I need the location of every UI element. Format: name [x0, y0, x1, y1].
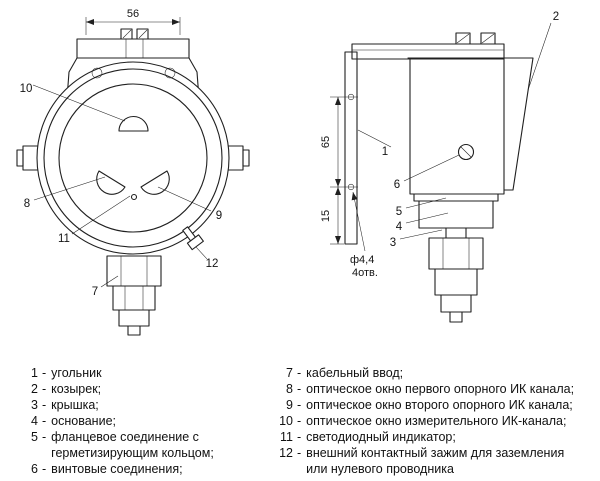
legend-item-number: 11 — [280, 430, 293, 444]
technical-drawing: 56 — [16, 8, 559, 336]
callout-10: 10 — [20, 83, 33, 95]
angle-bracket — [344, 51, 358, 245]
side-leader-lines — [357, 22, 552, 240]
callout-1: 1 — [382, 146, 388, 158]
ground-terminal — [182, 226, 204, 251]
legend-item: 2 - козырек; — [24, 381, 279, 397]
optical-window-reference-2 — [140, 170, 170, 195]
legend-item-dash: - — [42, 414, 47, 428]
callout-3: 3 — [390, 237, 396, 249]
callout-5: 5 — [396, 206, 402, 218]
legend-item-text: козырек; — [51, 382, 102, 396]
legend-item-dash: - — [42, 398, 47, 412]
legend-item: 8 - оптическое окно первого опорного ИК … — [279, 381, 594, 397]
legend-item-dash: - — [297, 382, 302, 396]
legend: 1 - угольник 2 - козырек; 3 - крышка; 4 … — [0, 357, 600, 477]
enclosure-base — [418, 200, 494, 229]
legend-item-number: 4 — [31, 414, 38, 428]
legend-item-number: 5 — [31, 430, 38, 444]
bezel-screw-right — [164, 67, 176, 79]
legend-item-dash: - — [297, 430, 302, 444]
legend-item: 9 - оптическое окно второго опорного ИК … — [279, 397, 594, 413]
front-leader-lines — [32, 84, 212, 288]
legend-item-text: внешний контактный зажим для заземления … — [306, 446, 565, 476]
legend-item: 12 - внешний контактный зажим для заземл… — [279, 445, 594, 477]
enclosure-front — [36, 61, 230, 255]
legend-item: 6 - винтовые соединения; — [24, 461, 279, 477]
callout-11: 11 — [58, 233, 70, 245]
side-view: 65 15 ф4,4 4отв. 2 1 6 — [320, 11, 559, 323]
legend-item: 3 - крышка; — [24, 397, 279, 413]
legend-item-text: оптическое окно второго опорного ИК кана… — [306, 398, 573, 412]
callout-7: 7 — [92, 286, 98, 298]
mounting-plate-side — [351, 32, 505, 60]
callout-6: 6 — [394, 179, 400, 191]
legend-item-text: винтовые соединения; — [51, 462, 183, 476]
flange-joint — [413, 193, 499, 202]
holes-note-group: ф4,4 4отв. — [350, 191, 378, 279]
legend-item-number: 10 — [279, 414, 293, 428]
legend-item-number: 1 — [31, 366, 38, 380]
legend-item-text: крышка; — [51, 398, 99, 412]
legend-item-dash: - — [297, 414, 302, 428]
mounting-bracket-front — [65, 28, 201, 113]
dimension-65-label: 65 — [320, 136, 332, 148]
cable-gland-front — [106, 255, 162, 336]
legend-item-dash: - — [42, 366, 47, 380]
callout-2: 2 — [553, 11, 559, 23]
legend-item-text: основание; — [51, 414, 116, 428]
legend-item-dash: - — [297, 446, 302, 460]
cable-gland-side — [428, 227, 484, 323]
callout-4: 4 — [396, 221, 403, 233]
enclosure-cover — [409, 58, 505, 195]
legend-column-left: 1 - угольник 2 - козырек; 3 - крышка; 4 … — [24, 365, 279, 477]
legend-item: 10 - оптическое окно измерительного ИК-к… — [279, 413, 594, 429]
legend-item-number: 8 — [286, 382, 293, 396]
legend-item-number: 3 — [31, 398, 38, 412]
legend-item-number: 12 — [279, 446, 293, 460]
front-view: 56 — [16, 8, 250, 336]
optical-window-reference-1 — [96, 170, 126, 195]
callout-9: 9 — [216, 210, 222, 222]
dimension-15-label: 15 — [320, 210, 332, 222]
legend-item: 4 - основание; — [24, 413, 279, 429]
legend-item-text: угольник — [51, 366, 102, 380]
legend-item-text: оптическое окно первого опорного ИК кана… — [306, 382, 575, 396]
bezel-screw-left — [91, 67, 103, 79]
legend-item: 11 - светодиодный индикатор; — [279, 429, 594, 445]
legend-item-number: 9 — [286, 398, 293, 412]
legend-item-dash: - — [42, 382, 47, 396]
cover-screw — [457, 143, 475, 161]
dimension-15-group: 15 — [320, 187, 344, 245]
holes-diameter-label: ф4,4 — [350, 254, 374, 266]
visor — [407, 57, 534, 191]
legend-column-right: 7 - кабельный ввод; 8 - оптическое окно … — [279, 365, 594, 477]
holes-count-label: 4отв. — [352, 267, 378, 279]
optical-window-measuring — [118, 116, 149, 132]
legend-item-text: светодиодный индикатор; — [306, 430, 456, 444]
legend-item: 5 - фланцевое соединение с герметизирующ… — [24, 429, 279, 461]
legend-item-text: кабельный ввод; — [306, 366, 404, 380]
legend-item-number: 2 — [31, 382, 38, 396]
legend-item-dash: - — [42, 462, 47, 476]
enclosure-side — [407, 57, 534, 229]
callout-8: 8 — [24, 198, 30, 210]
legend-item-number: 7 — [286, 366, 293, 380]
legend-item-dash: - — [42, 430, 47, 444]
legend-item-text: оптическое окно измерительного ИК-канала… — [306, 414, 567, 428]
legend-item: 1 - угольник — [24, 365, 279, 381]
legend-item-dash: - — [297, 398, 302, 412]
led-indicator — [130, 193, 138, 201]
callout-12: 12 — [206, 258, 219, 270]
legend-item-dash: - — [297, 366, 302, 380]
dimension-56-label: 56 — [127, 8, 139, 20]
legend-item-text: фланцевое соединение с герметизирующим к… — [51, 430, 214, 460]
legend-item-number: 6 — [31, 462, 38, 476]
dimension-width-group: 56 — [85, 8, 181, 35]
legend-item: 7 - кабельный ввод; — [279, 365, 594, 381]
dimension-65-group: 65 — [320, 96, 358, 188]
